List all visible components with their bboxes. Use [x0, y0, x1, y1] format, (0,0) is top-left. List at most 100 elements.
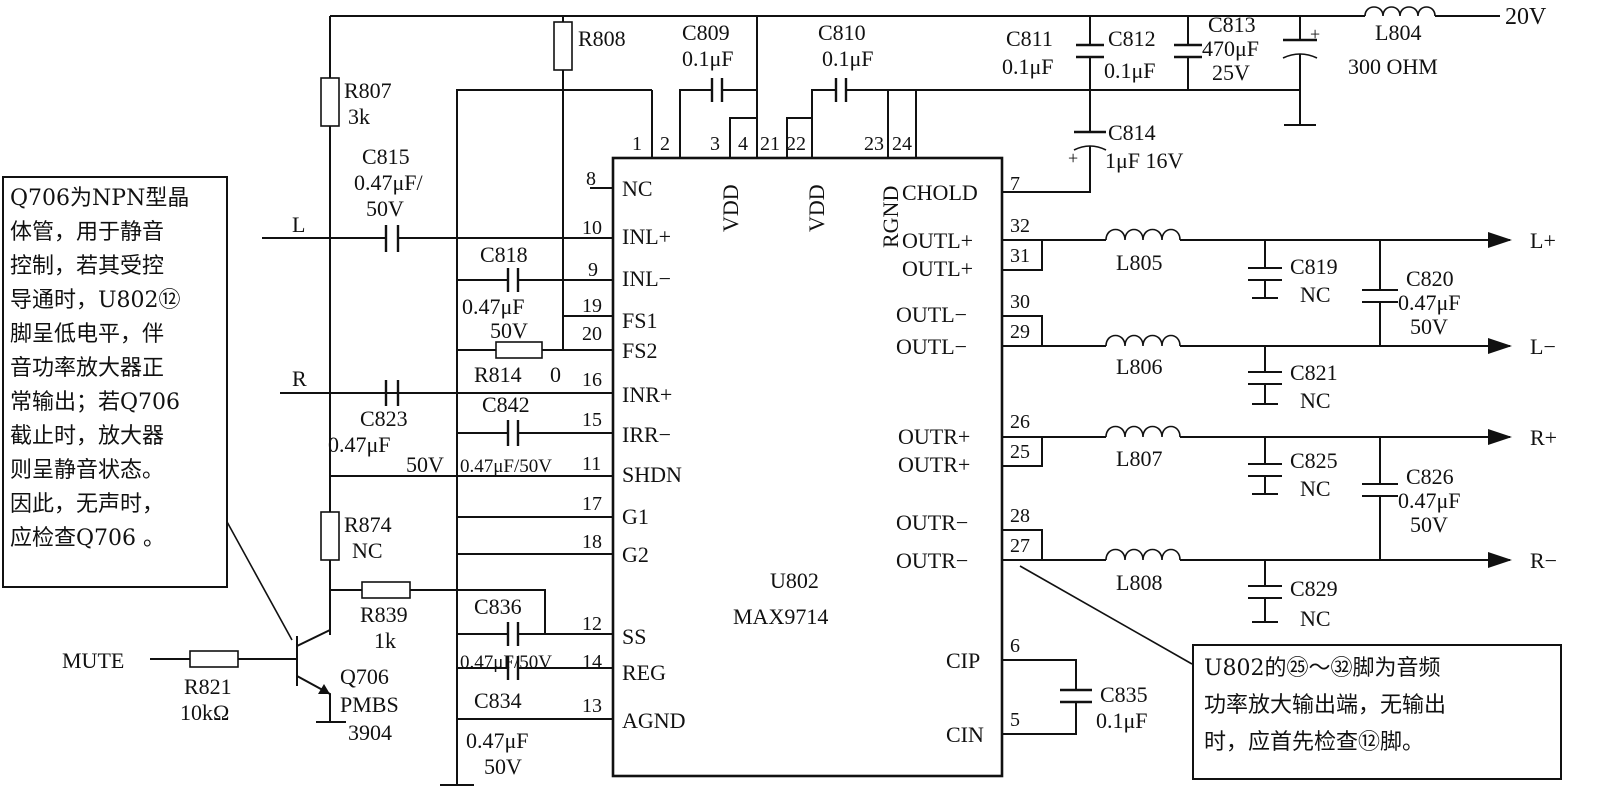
r874-resistor — [320, 511, 340, 561]
c820-label: C820 — [1406, 266, 1454, 291]
vdd-label-b: VDD — [804, 184, 829, 232]
c814-symbol — [1002, 90, 1107, 193]
q706-type-b: 3904 — [348, 720, 392, 745]
pin-name-g1: G1 — [622, 504, 649, 529]
pin-name-irr-minus: IRR− — [622, 422, 671, 447]
input-r-label: R — [292, 366, 307, 391]
u802-chip — [611, 156, 1004, 778]
c829-value: NC — [1300, 606, 1331, 631]
r821-label: R821 — [184, 674, 232, 699]
pin-9: 9 — [588, 259, 598, 281]
c810-label: C810 — [818, 20, 866, 45]
c815-voltage: 50V — [366, 196, 404, 221]
c842-value: 0.47μF/50V — [460, 456, 552, 477]
r807-label: R807 — [344, 78, 392, 103]
r814-resistor — [495, 341, 543, 359]
pin-26: 26 — [1010, 411, 1030, 433]
r874-label: R874 — [344, 512, 392, 537]
pin-name-outl-plus-2: OUTL+ — [902, 256, 973, 281]
c834-value: 0.47μF — [466, 728, 529, 753]
note-right: U802的㉕～㉜脚为音频 功率放大输出端，无输出 时，应首先检查⑫脚。 — [1192, 644, 1562, 780]
c815-label: C815 — [362, 144, 410, 169]
c835-value: 0.1μF — [1096, 708, 1148, 733]
c820-voltage: 50V — [1410, 314, 1448, 339]
c836-value: 0.47μF/50V — [460, 652, 552, 673]
pin-24: 24 — [892, 133, 912, 155]
c821-value: NC — [1300, 388, 1331, 413]
output-lm-label: L− — [1530, 334, 1556, 359]
c811-value: 0.1μF — [1002, 54, 1054, 79]
r814-label: R814 — [474, 362, 522, 387]
l804-label: L804 — [1375, 20, 1421, 45]
c829-label: C829 — [1290, 576, 1338, 601]
mute-label: MUTE — [62, 648, 124, 673]
c814-value: 1μF 16V — [1105, 148, 1184, 173]
c825-label: C825 — [1290, 448, 1338, 473]
r839-resistor — [361, 581, 411, 599]
pin-name-g2: G2 — [622, 542, 649, 567]
r808-label: R808 — [578, 26, 626, 51]
c821-label: C821 — [1290, 360, 1338, 385]
svg-text:+: + — [1068, 148, 1078, 168]
pin-name-outr-minus-1: OUTR− — [896, 510, 968, 535]
chip-ref: U802 — [770, 568, 819, 593]
c811-label: C811 — [1006, 26, 1053, 51]
c812-label: C812 — [1108, 26, 1156, 51]
pin-21: 21 — [760, 133, 780, 155]
pin-6: 6 — [1010, 635, 1020, 657]
c836-label: C836 — [474, 594, 522, 619]
c842-label: C842 — [482, 392, 530, 417]
r839-label: R839 — [360, 602, 408, 627]
c826-label: C826 — [1406, 464, 1454, 489]
c819-value: NC — [1300, 282, 1331, 307]
r807-resistor — [320, 77, 340, 127]
pin-25: 25 — [1010, 441, 1030, 463]
c813-voltage: 25V — [1212, 60, 1250, 85]
c835-label: C835 — [1100, 682, 1148, 707]
decoupling-caps: + — [858, 24, 1320, 126]
pin-name-nc: NC — [622, 176, 653, 201]
note-left: Q706为NPN型晶 体管，用于静音 控制，若其受控 导通时，U802⑫ 脚呈低… — [2, 176, 228, 588]
left-pin-stubs — [280, 187, 613, 720]
pin-17: 17 — [582, 493, 602, 515]
c825-value: NC — [1300, 476, 1331, 501]
pin-name-chold: CHOLD — [902, 180, 978, 205]
c826-value: 0.47μF — [1398, 488, 1461, 513]
pin-name-outl-minus-2: OUTL− — [896, 334, 967, 359]
output-rp-label: R+ — [1530, 425, 1557, 450]
c834-label: C834 — [474, 688, 522, 713]
left-network — [150, 16, 573, 723]
pin-20: 20 — [582, 323, 602, 345]
c813-label: C813 — [1208, 12, 1256, 37]
pin-14: 14 — [582, 651, 602, 673]
output-rm-label: R− — [1530, 548, 1557, 573]
pin-1: 1 — [632, 133, 642, 155]
pin-name-outr-minus-2: OUTR− — [896, 548, 968, 573]
pin-15: 15 — [582, 409, 602, 431]
c809-value: 0.1μF — [682, 46, 734, 71]
pin-30: 30 — [1010, 291, 1030, 313]
chip-part: MAX9714 — [733, 604, 828, 629]
pin-28: 28 — [1010, 505, 1030, 527]
l806-label: L806 — [1116, 354, 1162, 379]
l807-label: L807 — [1116, 446, 1162, 471]
pin-2: 2 — [660, 133, 670, 155]
pin-name-cip: CIP — [946, 648, 980, 673]
r839-value: 1k — [374, 628, 396, 653]
pin-name-outl-plus-1: OUTL+ — [902, 228, 973, 253]
pin-3: 3 — [710, 133, 720, 155]
pin-name-agnd: AGND — [622, 708, 686, 733]
r821-value: 10kΩ — [180, 700, 229, 725]
r874-value: NC — [352, 538, 383, 563]
pin-16: 16 — [582, 369, 602, 391]
l805-label: L805 — [1116, 250, 1162, 275]
r814-value: 0 — [550, 362, 561, 387]
pin-name-shdn: SHDN — [622, 462, 682, 487]
rgnd-label: RGND — [878, 186, 903, 248]
pin-name-ss: SS — [622, 624, 646, 649]
vdd-label-a: VDD — [718, 184, 743, 232]
c823-label: C823 — [360, 406, 408, 431]
pin-10: 10 — [582, 217, 602, 239]
c826-voltage: 50V — [1410, 512, 1448, 537]
